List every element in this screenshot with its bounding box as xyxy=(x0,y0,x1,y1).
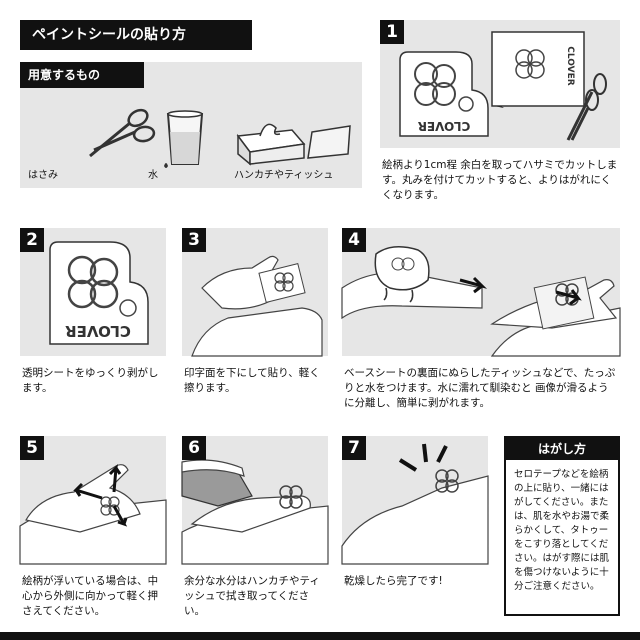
step-6-panel: 6 xyxy=(181,436,329,565)
sticker-cutout-illustration: CLOVER xyxy=(399,51,489,137)
bottom-bar xyxy=(0,632,640,640)
step-2-text: 透明シートをゆっくり剥がします。 xyxy=(22,367,159,394)
step-4-text: ベースシートの裏面にぬらしたティッシュなどで、たっぷりと水をつけます。水に濡れて… xyxy=(344,367,616,409)
step-6-number: 6 xyxy=(182,436,206,460)
scissors-label: はさみ xyxy=(28,170,58,181)
removal-box: はがし方 セロテープなどを絵柄の上に貼り、一緒にはがしてください。または、肌を水… xyxy=(504,436,620,616)
supplies-panel: 用意するもの はさみ 水 ハンカチやティッシュ xyxy=(20,62,362,188)
wipe-water-illustration xyxy=(181,459,329,565)
step-1-text: 絵柄より1cm程 余白を取ってハサミでカットします。丸みを付けてカットすると、よ… xyxy=(382,159,618,201)
step-2-number: 2 xyxy=(20,228,44,252)
wet-tissue-illustration xyxy=(341,246,621,357)
step-5-number: 5 xyxy=(20,436,44,460)
removal-text: セロテープなどを絵柄の上に貼り、一緒にはがしてください。または、肌を水やお湯で柔… xyxy=(514,469,610,592)
step-4-panel: 4 xyxy=(341,228,621,357)
water-glass-icon xyxy=(164,110,204,168)
step-1-number: 1 xyxy=(380,20,404,44)
water-label: 水 xyxy=(148,170,158,181)
step-2-panel: CLOVER 2 xyxy=(20,228,166,356)
step-5-text: 絵柄が浮いている場合は、中心から外側に向かって軽く押さえてください。 xyxy=(22,575,159,617)
supplies-heading: 用意するもの xyxy=(20,62,144,88)
step-7-number: 7 xyxy=(342,436,366,460)
finished-tattoo-illustration xyxy=(341,443,489,565)
tissue-box-icon xyxy=(236,123,351,166)
step-7-panel: 7 xyxy=(341,436,489,565)
hand-press-illustration xyxy=(191,255,323,357)
sheet-with-scissors-illustration: CLOVER xyxy=(491,31,607,141)
step-6-text: 余分な水分はハンカチやティッシュで拭き取ってください。 xyxy=(184,575,320,617)
transparent-sheet-illustration: CLOVER xyxy=(49,241,149,345)
tissue-label: ハンカチやティッシュ xyxy=(234,170,334,181)
removal-heading: はがし方 xyxy=(506,438,618,460)
step-3-panel: 3 xyxy=(182,228,328,357)
scissors-icon xyxy=(89,108,156,158)
sticker-text: CLOVER xyxy=(565,46,575,86)
step-3-text: 印字面を下にして貼り、軽く擦ります。 xyxy=(184,367,320,394)
press-outward-illustration xyxy=(19,464,167,565)
step-4-number: 4 xyxy=(342,228,366,252)
step-5-panel: 5 xyxy=(19,436,167,565)
step-7-text: 乾燥したら完了です! xyxy=(344,575,443,587)
step-3-number: 3 xyxy=(182,228,206,252)
sticker-text: CLOVER xyxy=(65,322,131,340)
page-title: ペイントシールの貼り方 xyxy=(20,20,252,50)
sticker-text: CLOVER xyxy=(418,119,471,133)
step-1-panel: CLOVER CLOVER 1 xyxy=(380,20,620,148)
